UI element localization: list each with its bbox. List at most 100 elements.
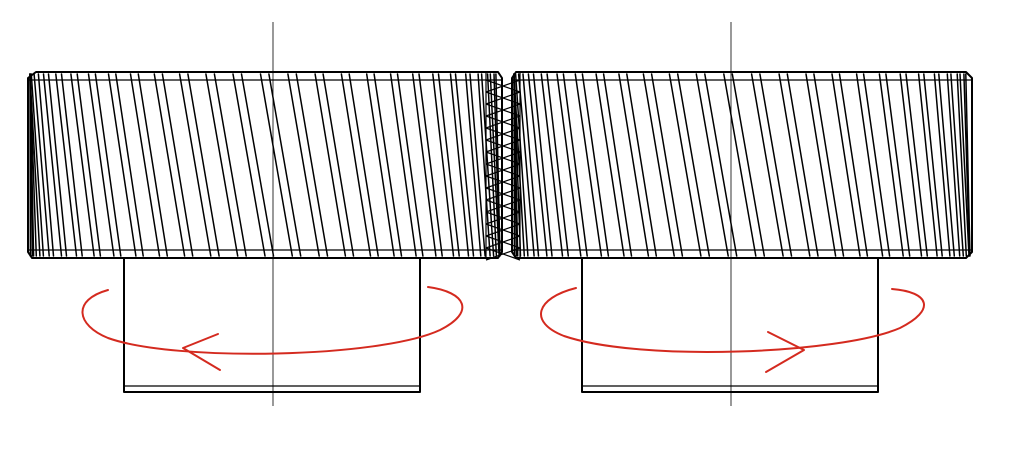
gear-tooth-edge <box>759 73 793 257</box>
gear-tooth-edge <box>232 73 266 257</box>
gear-tooth-edge <box>950 73 965 257</box>
gear-tooth-edge <box>373 73 403 257</box>
gear-tooth-edge <box>322 73 355 257</box>
gear-tooth-edge <box>532 73 553 257</box>
gear-tooth-edge <box>959 73 970 257</box>
mesh-hatch-line <box>485 115 521 129</box>
gear-tooth-edge <box>540 73 564 257</box>
mesh-hatch-line <box>485 199 521 213</box>
gear-tooth-edge <box>946 73 961 257</box>
gear-tooth-edge <box>418 73 443 257</box>
gear-tooth-edge <box>76 73 102 257</box>
gear-tooth-edge <box>602 73 633 257</box>
gear-tooth-edge <box>650 73 684 257</box>
gear-tooth-edge <box>411 73 437 257</box>
gear-tooth-edge <box>495 73 501 257</box>
gear-tooth-edge <box>522 73 540 257</box>
mesh-hatch-line <box>485 235 521 249</box>
gear-tooth-edge <box>115 73 144 257</box>
gear-tooth-edge <box>365 73 395 257</box>
gear-tooth-edge <box>668 73 702 257</box>
gear-tooth-edge <box>268 73 302 257</box>
gear-tooth-edge <box>695 73 729 257</box>
gear-tooth-edge <box>938 73 956 257</box>
gear-tooth-edge <box>556 73 582 257</box>
gear-tooth-edge <box>899 73 923 257</box>
gear-tooth-edge <box>432 73 455 257</box>
gear-tooth-edge <box>137 73 169 257</box>
gear-tooth-edge <box>855 73 884 257</box>
mesh-hatch-line <box>485 211 521 225</box>
gear-tooth-edge <box>786 73 819 257</box>
gear-tooth-edge <box>805 73 837 257</box>
right-gear-teeth <box>513 73 971 257</box>
gear-tooth-edge <box>862 73 891 257</box>
gear-tooth-edge <box>396 73 424 257</box>
gear-tooth-edge <box>723 73 757 257</box>
gear-tooth-edge <box>47 73 68 257</box>
gear-tooth-edge <box>778 73 811 257</box>
gear-tooth-edge <box>153 73 186 257</box>
right-gear <box>511 71 973 393</box>
gear-tooth-edge <box>60 73 83 257</box>
right-rotation-arrow <box>540 287 925 373</box>
mesh-hatch-line <box>485 247 521 261</box>
mesh-hatch-line <box>485 91 521 105</box>
gear-tooth-edge <box>340 73 372 257</box>
gear-tooth-edge <box>107 73 137 257</box>
gear-tooth-edge <box>477 73 491 257</box>
gear-tooth-edge <box>213 73 247 257</box>
gear-tooth-edge <box>454 73 475 257</box>
gear-tooth-edge <box>94 73 122 257</box>
gear-tooth-edge <box>486 73 498 257</box>
gear-tooth-edge <box>917 73 938 257</box>
gear-tooth-edge <box>87 73 115 257</box>
gear-tooth-edge <box>618 73 650 257</box>
gear-tooth-edge <box>831 73 861 257</box>
mesh-hatch-line <box>485 163 521 177</box>
gear-tooth-edge <box>489 73 500 257</box>
left-gear-hub <box>123 253 421 393</box>
gear-tooth-edge <box>933 73 951 257</box>
gear-tooth-edge <box>574 73 603 257</box>
gear-tooth-edge <box>240 73 275 257</box>
right-gear-hub <box>581 253 879 393</box>
gear-tooth-edge <box>37 73 55 257</box>
gear-tooth-edge <box>178 73 212 257</box>
mesh-hatch-line <box>485 127 521 141</box>
gear-tooth-edge <box>527 73 548 257</box>
gear-tooth-edge <box>965 73 971 257</box>
gear-tooth-edge <box>205 73 239 257</box>
gear-tooth-edge <box>70 73 95 257</box>
gear-tooth-edge <box>562 73 588 257</box>
gear-tooth-edge <box>33 73 50 257</box>
gear-tooth-edge <box>161 73 194 257</box>
gear-tooth-edge <box>513 73 526 257</box>
right-gear-body <box>511 71 973 259</box>
gear-tooth-edge <box>956 73 968 257</box>
gear-tooth-edge <box>295 73 329 257</box>
gear-tooth-edge <box>464 73 482 257</box>
left-gear <box>27 71 503 393</box>
gear-tooth-edge <box>626 73 658 257</box>
gear-tooth-edge <box>129 73 161 257</box>
gear-tooth-edge <box>878 73 904 257</box>
gear-tooth-edge <box>314 73 347 257</box>
gear-tooth-edge <box>581 73 610 257</box>
left-rotation-arrow <box>81 286 464 371</box>
gear-tooth-edge <box>676 73 711 257</box>
mesh-hatch-line <box>485 151 521 165</box>
gear-tooth-edge <box>55 73 78 257</box>
gear-tooth-edge <box>923 73 943 257</box>
gear-tooth-edge <box>287 73 320 257</box>
mesh-hatch-line <box>485 139 521 153</box>
gear-tooth-edge <box>29 73 41 257</box>
gear-tooth-edge <box>642 73 675 257</box>
gear-tooth-edge <box>437 73 460 257</box>
gear-tooth-edge <box>187 73 220 257</box>
gear-tooth-edge <box>389 73 417 257</box>
gear-tooth-edge <box>348 73 379 257</box>
gear-tooth-edge <box>30 73 45 257</box>
gear-tooth-edge <box>905 73 929 257</box>
